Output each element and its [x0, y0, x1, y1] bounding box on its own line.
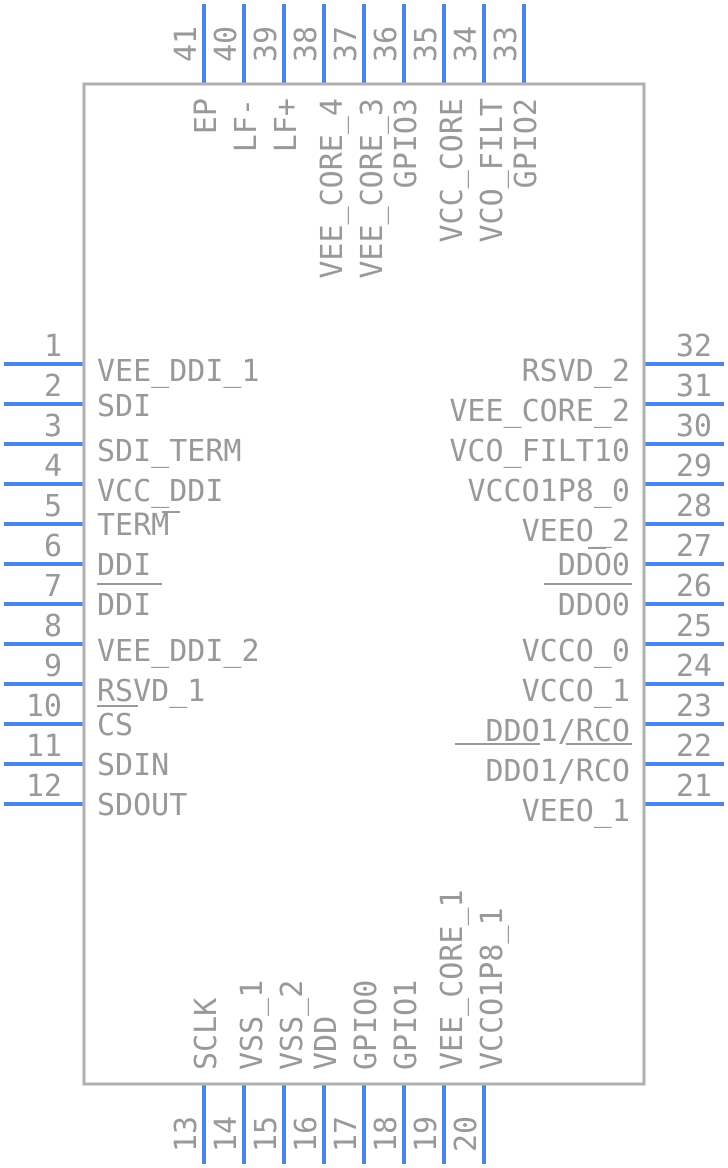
pin-number-30: 30 — [676, 409, 712, 444]
pin-number-9: 9 — [44, 649, 62, 684]
pin-number-16: 16 — [289, 1116, 324, 1152]
pin-name-3: SDI_TERM — [97, 434, 242, 469]
pin-number-17: 17 — [329, 1116, 364, 1152]
pin-number-19: 19 — [409, 1116, 444, 1152]
pin-number-18: 18 — [369, 1116, 404, 1152]
pin-name-38: VEE_CORE_4 — [315, 98, 350, 279]
pin-name-10: CS — [97, 708, 133, 743]
pin-name-30: VCO_FILT10 — [449, 434, 630, 469]
pin-number-27: 27 — [676, 529, 712, 564]
pin-name-20: VCCO1P8_1 — [475, 907, 510, 1070]
pin-name-26: DDO0 — [558, 588, 630, 623]
pin-name-39: LF+ — [269, 98, 304, 152]
pin-number-41: 41 — [169, 26, 204, 62]
pin-name-12: SDOUT — [97, 788, 187, 823]
pin-name-9: RSVD_1 — [97, 674, 205, 709]
pin-number-32: 32 — [676, 329, 712, 364]
pin-name-29: VCCO1P8_0 — [467, 474, 630, 509]
pin-number-23: 23 — [676, 689, 712, 724]
pin-number-33: 33 — [489, 26, 524, 62]
pin-name-37: VEE_CORE_3 — [355, 98, 390, 279]
pin-number-6: 6 — [44, 529, 62, 564]
pin-name-13: SCLK — [189, 998, 224, 1070]
pin-number-26: 26 — [676, 569, 712, 604]
pin-number-15: 15 — [249, 1116, 284, 1152]
pin-name-21: VEEO_1 — [522, 794, 630, 829]
pin-name-14: VSS_1 — [235, 980, 270, 1070]
pin-name-32: RSVD_2 — [522, 354, 630, 389]
pin-name-18: GPIO1 — [389, 980, 424, 1070]
pin-number-38: 38 — [289, 26, 324, 62]
pin-name-4: VCC_DDI — [97, 474, 223, 509]
pin-number-24: 24 — [676, 649, 712, 684]
pin-name-24: VCCO_1 — [522, 674, 630, 709]
pin-name-5: TERM — [97, 508, 169, 543]
pin-name-8: VEE_DDI_2 — [97, 634, 260, 669]
pin-number-11: 11 — [26, 729, 62, 764]
pin-name-25: VCCO_0 — [522, 634, 630, 669]
pin-number-29: 29 — [676, 449, 712, 484]
pin-number-22: 22 — [676, 729, 712, 764]
pin-name-35: VCC_CORE — [435, 98, 470, 243]
pin-number-3: 3 — [44, 409, 62, 444]
pin-name-6: DDI — [97, 548, 151, 583]
pin-number-35: 35 — [409, 26, 444, 62]
pin-number-13: 13 — [169, 1116, 204, 1152]
pin-number-2: 2 — [44, 369, 62, 404]
pin-name-40: LF- — [229, 98, 264, 152]
pin-name-27: DDO0 — [558, 548, 630, 583]
pin-name-19: VEE_CORE_1 — [435, 889, 470, 1070]
pin-number-4: 4 — [44, 449, 62, 484]
pin-number-12: 12 — [26, 769, 62, 804]
pin-number-8: 8 — [44, 609, 62, 644]
pin-name-2: SDI — [97, 389, 151, 424]
pin-number-39: 39 — [249, 26, 284, 62]
pin-number-21: 21 — [676, 769, 712, 804]
pin-name-28: VEEO_2 — [522, 514, 630, 549]
pin-name-16: VDD — [309, 1016, 344, 1070]
pin-number-5: 5 — [44, 489, 62, 524]
pin-number-37: 37 — [329, 26, 364, 62]
pin-name-36: GPIO3 — [389, 98, 424, 188]
pin-number-25: 25 — [676, 609, 712, 644]
pin-name-22: DDO1/RCO — [486, 754, 631, 789]
pin-number-1: 1 — [44, 329, 62, 364]
pin-name-7: DDI — [97, 588, 151, 623]
pin-number-36: 36 — [369, 26, 404, 62]
pin-number-34: 34 — [449, 26, 484, 62]
pin-number-20: 20 — [449, 1116, 484, 1152]
pin-number-40: 40 — [209, 26, 244, 62]
pin-name-41: EP — [189, 98, 224, 134]
pin-name-15: VSS_2 — [275, 980, 310, 1070]
pin-name-1: VEE_DDI_1 — [97, 354, 260, 389]
pin-name-34: VCO_FILT — [475, 98, 510, 243]
pin-number-14: 14 — [209, 1116, 244, 1152]
pin-number-7: 7 — [44, 569, 62, 604]
pin-name-17: GPIO0 — [349, 980, 384, 1070]
pin-number-10: 10 — [26, 689, 62, 724]
pin-name-33: GPIO2 — [509, 98, 544, 188]
pin-name-31: VEE_CORE_2 — [449, 394, 630, 429]
pin-number-28: 28 — [676, 489, 712, 524]
pin-number-31: 31 — [676, 369, 712, 404]
pin-name-11: SDIN — [97, 748, 169, 783]
